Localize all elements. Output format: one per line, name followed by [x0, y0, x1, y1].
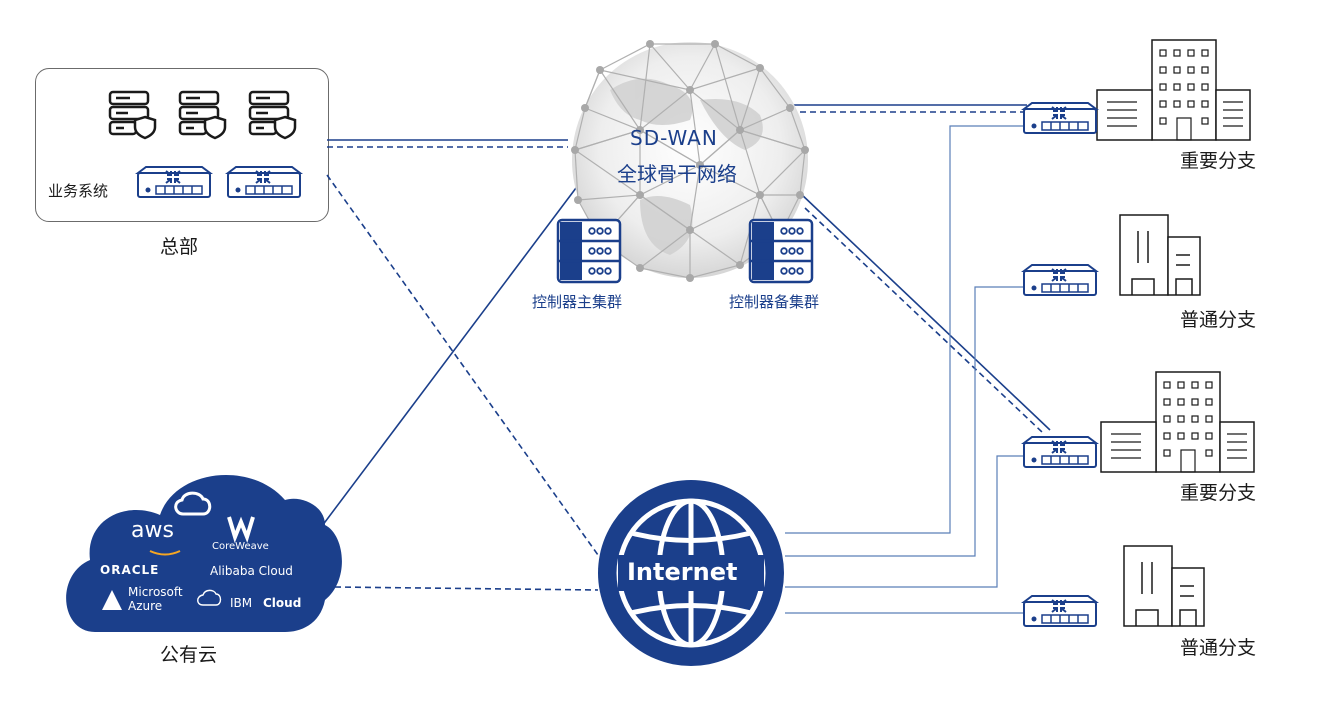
internet-branch-lines [785, 125, 1030, 614]
controller-primary-label: 控制器主集群 [532, 293, 623, 311]
controller-backup-icon [748, 218, 814, 284]
branch-label: 重要分支 [1180, 150, 1257, 172]
coreweave-logo: CoreWeave [212, 541, 269, 552]
azure-logo: Azure [128, 599, 163, 613]
branch-label: 重要分支 [1180, 482, 1257, 504]
building-large-icon [1096, 39, 1251, 141]
microsoft-logo: Microsoft [128, 585, 183, 599]
branch-4 [1023, 545, 1205, 627]
branch-label: 普通分支 [1180, 637, 1257, 659]
controller-primary-icon [556, 218, 622, 284]
branch-router-icon [1023, 595, 1097, 627]
oracle-logo: ORACLE [100, 563, 160, 577]
aws-logo: aws [131, 518, 174, 543]
building-large-icon [1100, 371, 1255, 473]
business-system-label: 业务系统 [48, 182, 109, 200]
public-cloud-label: 公有云 [160, 644, 218, 666]
internet-label: Internet [627, 558, 738, 586]
building-small-icon [1123, 545, 1205, 627]
building-small-icon [1119, 214, 1201, 296]
ibm-logo: IBM [230, 596, 253, 610]
ibm-cloud-logo: Cloud [263, 596, 302, 610]
public-cloud [66, 474, 342, 632]
sdwan-globe [571, 40, 809, 282]
branch-label: 普通分支 [1180, 309, 1257, 331]
cloud-internet-link [334, 586, 599, 591]
sdwan-branch3-backup-link [804, 207, 1043, 433]
sdwan-title: SD-WAN [630, 126, 718, 150]
branch-router-icon [1023, 436, 1097, 468]
hq-router-icon [227, 166, 301, 198]
branch-1 [1023, 39, 1251, 141]
alibaba-cloud-logo: Alibaba Cloud [210, 564, 293, 578]
internet-globe [598, 480, 784, 666]
branch-router-icon [1023, 102, 1097, 134]
controller-backup-label: 控制器备集群 [729, 293, 820, 311]
branch-3 [1023, 371, 1255, 473]
connection-lines [312, 104, 1051, 591]
branch-2 [1023, 214, 1201, 296]
branch-router-icon [1023, 264, 1097, 296]
cloud-sdwan-link [312, 179, 583, 539]
sdwan-subtitle: 全球骨干网络 [617, 162, 737, 186]
sdwan-branch3-link [799, 192, 1051, 431]
hq-label: 总部 [160, 236, 199, 258]
server-shield-icon [108, 90, 157, 140]
hq-router-icon [137, 166, 211, 198]
server-shield-icon [178, 90, 227, 140]
server-shield-icon [248, 90, 297, 140]
hq-internet-link [326, 174, 599, 556]
